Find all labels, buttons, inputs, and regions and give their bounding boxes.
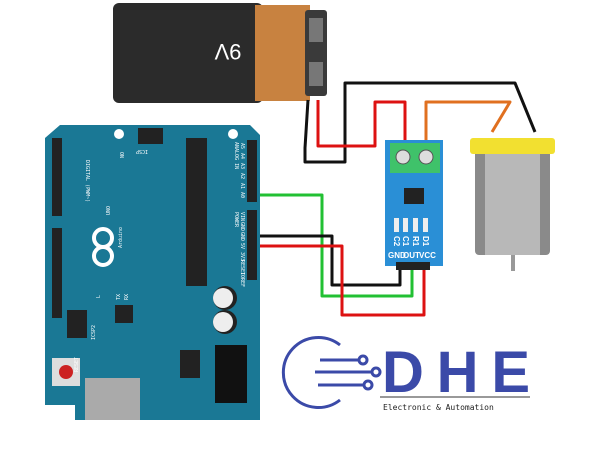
pin-a0: A0 [239, 192, 245, 198]
tx-label: TX [116, 294, 122, 300]
l-label: L [96, 295, 102, 298]
reset-label: RESET [74, 357, 80, 372]
pin-gnd-1: GND [239, 222, 245, 231]
wires [255, 81, 537, 317]
arduino-brand: Arduino [118, 227, 124, 248]
pin-reset: RESET [239, 260, 245, 275]
wire-gnd [255, 234, 402, 287]
battery-9v: 9V [113, 3, 327, 103]
label-d1: D1 [421, 236, 430, 247]
icsp-label: ICSP [136, 148, 148, 154]
pin-out: OUT [403, 251, 420, 260]
pin-ioref: IOREF [239, 272, 245, 287]
icsp2-header [67, 310, 87, 338]
pin-vcc: VCC [419, 251, 436, 260]
wire-5v-vcc [255, 244, 426, 317]
logo-tagline: Electronic & Automation [383, 403, 494, 412]
pin-a2: A2 [239, 173, 245, 179]
digital-header-1 [52, 138, 62, 216]
digital-label: DIGITAL (PWM~) [84, 160, 90, 202]
label-c2: C2 [392, 236, 401, 247]
pin-a1: A1 [239, 183, 245, 189]
arduino-uno-board: Arduino UNO ON ICSP ICSP2 DIGITAL (PWM~)… [45, 125, 260, 420]
analog-header [247, 140, 257, 202]
microcontroller-chip [186, 138, 207, 286]
arduino-logo-icon [92, 227, 114, 267]
wire-battery-negative [303, 81, 537, 164]
circuit-logo-icon [281, 336, 382, 409]
wire-battery-positive [316, 100, 407, 148]
power-header [247, 210, 257, 280]
pin-gnd-2: GND [239, 232, 245, 241]
label-c1: C1 [401, 236, 410, 247]
arduino-model: UNO [106, 206, 112, 215]
pin-gnd: GND [388, 251, 406, 260]
dc-motor [470, 138, 555, 271]
usb-port [85, 378, 140, 420]
wire-motor [424, 100, 512, 145]
wire-a0-out [255, 193, 414, 298]
current-sensor-module: C2 C1 R1 D1 GND OUT VCC [385, 140, 443, 270]
battery-label: 9V [214, 39, 241, 64]
dhe-logo: DHE Electronic & Automation [281, 336, 530, 412]
icsp2-label: ICSP2 [91, 325, 97, 340]
pin-5v: 5V [239, 243, 245, 249]
digital-header-2 [52, 228, 62, 318]
rx-label: RX [124, 294, 130, 300]
label-r1: R1 [411, 236, 420, 247]
analog-label: ANALOG IN [233, 142, 239, 169]
pin-a3: A3 [239, 163, 245, 169]
logo-name: DHE [382, 340, 530, 405]
pin-vin: VIN [239, 212, 245, 221]
sensor-chip [404, 188, 424, 204]
power-label: POWER [233, 212, 239, 228]
pin-a5: A5 [239, 143, 245, 149]
pin-3v3: 3V3 [239, 252, 245, 261]
on-label: ON [118, 152, 124, 158]
pin-a4: A4 [239, 153, 245, 159]
dc-jack [215, 345, 247, 403]
icsp-header [138, 128, 163, 144]
